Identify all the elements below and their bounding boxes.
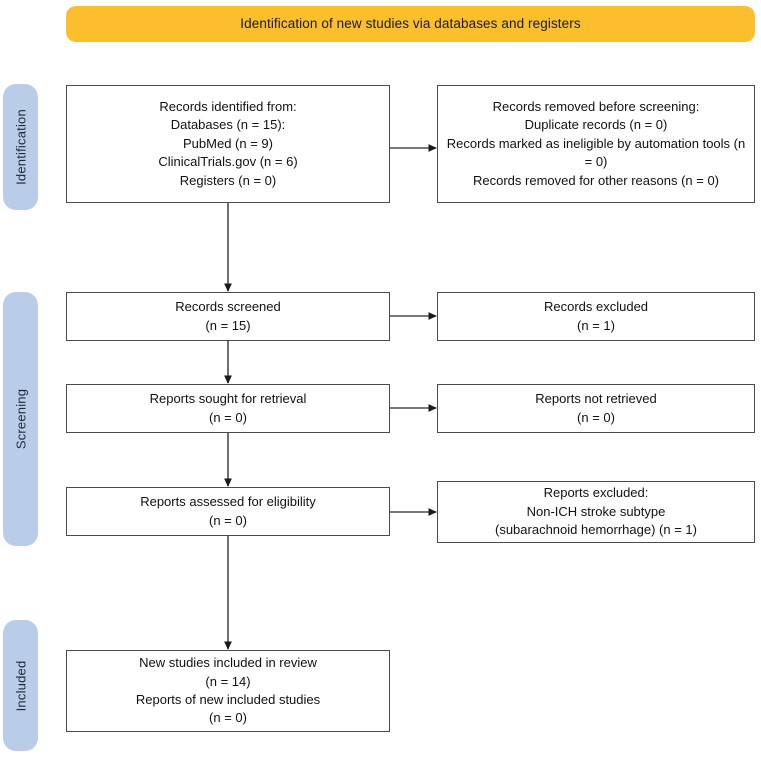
box-records-excluded: Records excluded (n = 1): [437, 292, 755, 341]
box-reports-sought-for-retrieval: Reports sought for retrieval (n = 0): [66, 384, 390, 433]
box-records-identified: Records identified from: Databases (n = …: [66, 85, 390, 203]
box-reports-not-retrieved-text: Reports not retrieved (n = 0): [535, 391, 657, 425]
diagram-title: Identification of new studies via databa…: [240, 15, 581, 31]
stage-label-identification: Identification: [3, 84, 38, 210]
box-reports-not-retrieved: Reports not retrieved (n = 0): [437, 384, 755, 433]
box-reports-excluded: Reports excluded: Non-ICH stroke subtype…: [437, 481, 755, 543]
stage-label-screening-text: Screening: [13, 388, 28, 450]
box-records-screened-text: Records screened (n = 15): [175, 299, 281, 333]
box-records-excluded-text: Records excluded (n = 1): [543, 299, 649, 333]
box-records-removed-before-screening: Records removed before screening: Duplic…: [437, 85, 755, 203]
stage-label-identification-text: Identification: [13, 109, 28, 185]
stage-label-included-text: Included: [13, 660, 28, 711]
diagram-header-banner: Identification of new studies via databa…: [66, 6, 755, 42]
stage-label-screening: Screening: [3, 292, 38, 546]
box-records-removed-text: Records removed before screening: Duplic…: [446, 98, 746, 188]
box-reports-assessed-text: Reports assessed for eligibility (n = 0): [140, 494, 316, 528]
stage-label-included: Included: [3, 620, 38, 751]
box-reports-assessed-for-eligibility: Reports assessed for eligibility (n = 0): [66, 487, 390, 536]
box-new-studies-included-in-review: New studies included in review (n = 14) …: [66, 650, 390, 732]
box-records-identified-text: Records identified from: Databases (n = …: [158, 98, 298, 188]
box-reports-excluded-text: Reports excluded: Non-ICH stroke subtype…: [495, 485, 697, 538]
box-reports-sought-text: Reports sought for retrieval (n = 0): [149, 391, 307, 425]
box-records-screened: Records screened (n = 15): [66, 292, 390, 341]
box-new-studies-included-text: New studies included in review (n = 14) …: [135, 655, 321, 726]
